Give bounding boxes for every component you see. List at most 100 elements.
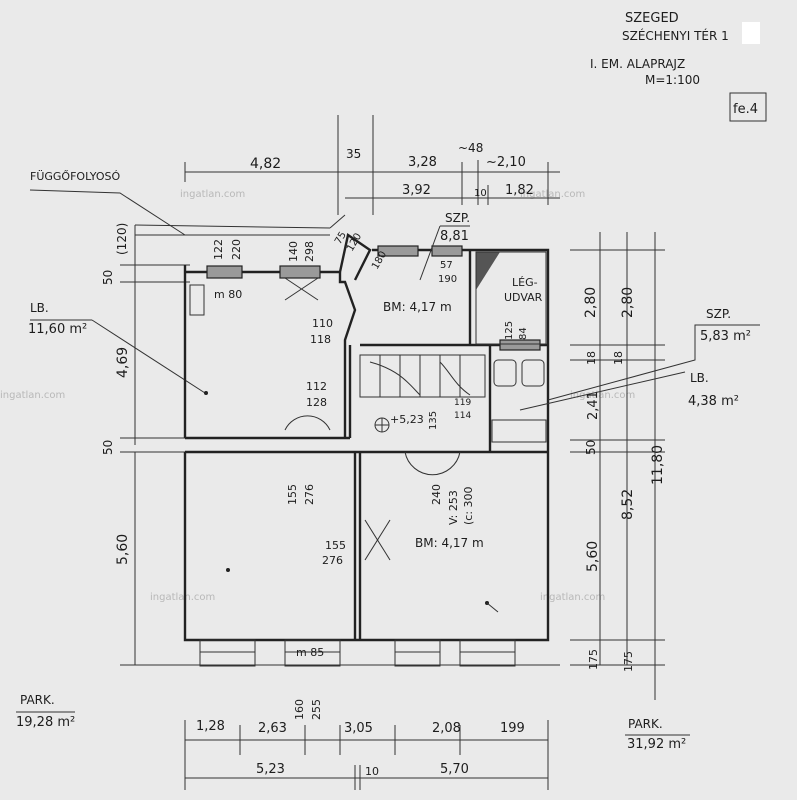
light-well xyxy=(475,251,547,345)
opening-label: 118 xyxy=(310,333,331,346)
dim-label: 3,05 xyxy=(344,721,373,736)
dim-label: 18 xyxy=(612,351,625,365)
dim-label: 35 xyxy=(346,147,361,161)
sheet-code-box xyxy=(729,92,767,122)
room-label: UDVAR xyxy=(504,291,543,304)
room-label: PARK. xyxy=(20,693,55,707)
room-label-gallery: FÜGGŐFOLYOSÓ xyxy=(30,169,120,183)
watermark: ingatlan.com xyxy=(540,592,605,603)
dim-label: 2,08 xyxy=(432,721,461,736)
title-block: SZEGED SZÉCHENYI TÉR 1 I. EM. ALAPRAJZ M… xyxy=(590,11,767,122)
dim-label: 5,23 xyxy=(256,762,285,777)
lower-windows xyxy=(130,639,560,667)
title-sheet: I. EM. ALAPRAJZ xyxy=(590,57,685,71)
opening-label: 276 xyxy=(322,554,343,567)
level-label: +5,23 xyxy=(390,413,424,426)
opening-label: 298 xyxy=(303,241,316,262)
dim-label: 11,80 xyxy=(650,445,666,485)
opening-annotations: 122 220 140 298 75 120 180 m 80 57 190 1… xyxy=(212,230,529,659)
room-height: BM: 4,17 m xyxy=(383,300,452,314)
room-label: SZP. xyxy=(706,307,731,321)
stair xyxy=(359,354,486,433)
title-city: SZEGED xyxy=(625,11,679,26)
title-scale: M=1:100 xyxy=(645,73,700,87)
opening-label: 240 xyxy=(430,484,443,505)
gallery-area: FÜGGŐFOLYOSÓ xyxy=(29,169,346,236)
opening-label: 122 xyxy=(212,239,225,260)
watermark: ingatlan.com xyxy=(150,592,215,603)
sheet-code: fe.4 xyxy=(733,102,758,117)
dim-label: 3,92 xyxy=(402,183,431,198)
upper-windows xyxy=(189,245,541,351)
dim-label: 1,82 xyxy=(505,183,534,198)
dim-label: 18 xyxy=(585,351,598,365)
door-swings xyxy=(284,415,461,561)
dim-label: ~48 xyxy=(458,141,483,155)
dim-label: 8,52 xyxy=(620,489,636,520)
dim-label: 5,60 xyxy=(585,541,601,572)
park-labels: PARK. 19,28 m² PARK. 31,92 m² xyxy=(16,693,690,752)
dim-label: 5,60 xyxy=(115,534,131,565)
dim-label: 2,41 xyxy=(586,391,601,420)
dim-label: 3,28 xyxy=(408,155,437,170)
room-area: 4,38 m² xyxy=(688,394,739,409)
watermark-group: ingatlan.com ingatlan.com ingatlan.com i… xyxy=(0,189,635,603)
dim-label: 50 xyxy=(101,440,115,455)
room-label: PARK. xyxy=(628,717,663,731)
watermark: ingatlan.com xyxy=(180,189,245,200)
opening-label: m 85 xyxy=(296,646,324,659)
room-label: LÉG- xyxy=(512,276,538,289)
right-dimensions: 2,80 2,80 18 18 2,41 50 11,80 8,52 5,60 … xyxy=(570,232,666,700)
watermark: ingatlan.com xyxy=(0,390,65,401)
opening-label: 220 xyxy=(230,239,243,260)
opening-label: 155 xyxy=(325,539,346,552)
opening-label: 125 xyxy=(504,321,515,340)
dim-label: (120) xyxy=(115,223,129,255)
room-label: LB. xyxy=(30,301,49,315)
right-room-labels: SZP. 5,83 m² LB. 4,38 m² xyxy=(519,307,760,411)
room-area: 5,83 m² xyxy=(700,329,751,344)
paper-tear-mark xyxy=(742,22,760,44)
dim-label: 2,80 xyxy=(620,287,636,318)
watermark: ingatlan.com xyxy=(570,390,635,401)
opening-label: 276 xyxy=(303,484,316,505)
room-markers xyxy=(226,568,499,613)
left-dimensions: (120) 50 4,69 50 5,60 xyxy=(101,223,190,666)
room-label: SZP. xyxy=(445,211,470,225)
dim-label: 255 xyxy=(310,699,323,720)
dim-label: 160 xyxy=(293,699,306,720)
opening-label: 140 xyxy=(287,241,300,262)
dim-label: 5,70 xyxy=(440,762,469,777)
opening-label: 135 xyxy=(428,411,439,430)
bathroom-fixtures xyxy=(491,359,547,443)
opening-label: 119 xyxy=(454,398,471,408)
top-dimensions: 4,82 35 3,28 ~48 ~2,10 3,92 10 1,82 xyxy=(184,115,560,215)
room-height: BM: 4,17 m xyxy=(415,536,484,550)
dim-label: 4,69 xyxy=(115,347,131,378)
watermark: ingatlan.com xyxy=(520,189,585,200)
room-label: LB. xyxy=(690,371,709,385)
room-area: 31,92 m² xyxy=(627,737,686,752)
dim-label: 4,82 xyxy=(250,156,281,172)
bottom-dimensions: 1,28 2,63 3,05 2,08 199 160 255 5,23 10 … xyxy=(184,699,549,790)
dim-label: 2,80 xyxy=(583,287,599,318)
opening-label: 190 xyxy=(438,274,457,285)
dim-label: 10 xyxy=(474,188,487,199)
dim-label: 50 xyxy=(584,440,598,455)
room-area: 19,28 m² xyxy=(16,715,75,730)
title-address: SZÉCHENYI TÉR 1 xyxy=(622,28,729,43)
dim-label: 1,28 xyxy=(196,719,225,734)
opening-label: 84 xyxy=(518,327,529,340)
opening-label: 128 xyxy=(306,396,327,409)
dim-label: 50 xyxy=(101,270,115,285)
opening-label: (c: 300 xyxy=(462,486,475,525)
opening-label: m 80 xyxy=(214,288,242,301)
opening-label: 114 xyxy=(454,411,471,421)
dim-label: 2,63 xyxy=(258,721,287,736)
dim-label: 175 xyxy=(587,649,600,670)
dim-label: 10 xyxy=(365,765,379,778)
opening-label: 110 xyxy=(312,317,333,330)
opening-label: 155 xyxy=(286,484,299,505)
